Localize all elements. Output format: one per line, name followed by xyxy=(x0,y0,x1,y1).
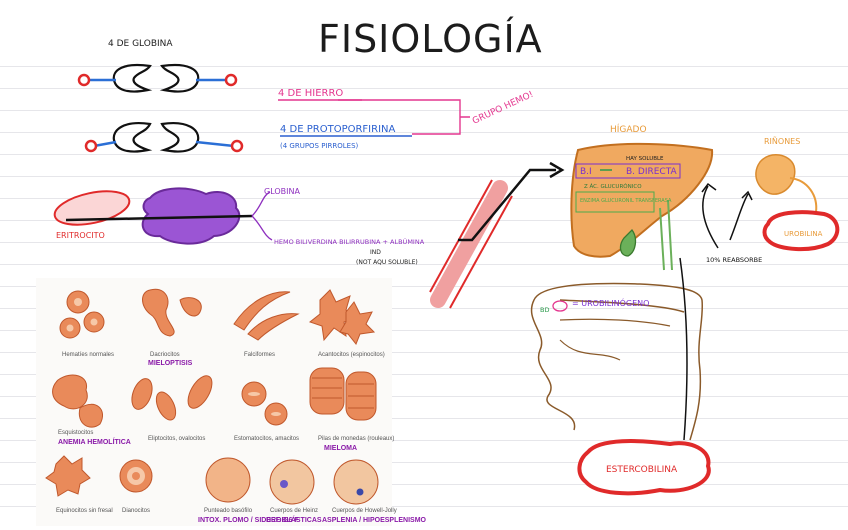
protoporfirina-label: 4 DE PROTOPORFIRINA xyxy=(280,124,395,135)
page-title: FISIOLOGÍA xyxy=(318,17,543,61)
caption-pilas: Pilas de monedas (rouleaux) xyxy=(318,436,394,442)
urobilina-label: UROBILINA xyxy=(784,230,823,238)
erythrocyte-drawing xyxy=(53,187,273,245)
glucuronic-label: Z ÁC. GLUCURÓNICO xyxy=(584,183,642,190)
ruled-line xyxy=(0,462,848,463)
ruled-line xyxy=(0,352,848,353)
liver-label: HÍGADO xyxy=(610,123,647,135)
note-intox-plomo: INTOX. PLOMO / SIDEROBLÁSTICAS xyxy=(198,515,322,524)
gallbladder xyxy=(619,229,637,257)
caption-punteado: Punteado basófilo xyxy=(204,508,253,514)
ruled-line xyxy=(0,176,848,177)
ruled-line xyxy=(0,308,848,309)
caption-normales: Hematíes normales xyxy=(62,352,114,358)
blood-vessel xyxy=(429,161,565,309)
bracket xyxy=(450,99,470,135)
reabsorbe-label: 10% REABSORBE xyxy=(706,256,762,264)
note-asplenia: ASPLENIA / HIPOESPLENISMO xyxy=(322,517,427,524)
ruled-line xyxy=(0,88,848,89)
ruled-line xyxy=(0,66,848,67)
portal-return-arrow xyxy=(701,182,719,249)
kidney-label: RIÑONES xyxy=(764,136,800,146)
caption-equinocitos: Equinocitos sin fresal xyxy=(56,508,113,514)
estercobilina-cloud xyxy=(577,439,711,496)
bacteria-drawing xyxy=(552,300,568,312)
grupo-hemo-label: GRUPO HEMO! xyxy=(471,90,535,127)
ruled-line xyxy=(0,220,848,221)
enzyme-label: ENZIMA GLUCURONIL TRANSFERASA xyxy=(580,198,672,204)
bd-intestine-label: BD xyxy=(540,306,549,314)
caption-eliptocitos: Eliptocitos, ovalocitos xyxy=(148,436,205,442)
ruled-line xyxy=(0,242,848,243)
caption-acantocitos: Acantocitos (espinocitos) xyxy=(318,352,385,358)
caption-dianocitos: Dianocitos xyxy=(122,508,150,514)
ruled-line xyxy=(0,264,848,265)
note-def-g6f: DEF. G6 F xyxy=(266,517,299,524)
urobilina-cloud xyxy=(762,210,840,251)
estercobilina-label: ESTERCOBILINA xyxy=(606,465,678,475)
ruled-line xyxy=(0,418,848,419)
eritrocito-label: ERITROCITO xyxy=(56,231,105,240)
globina-count-label: 4 DE GLOBINA xyxy=(108,39,173,49)
ruled-line xyxy=(0,330,848,331)
plate-row-1 xyxy=(59,288,376,345)
bd-label: B. DIRECTA xyxy=(626,167,678,177)
caption-heinz: Cuerpos de Heinz xyxy=(270,508,318,514)
kidney-arrow xyxy=(729,190,753,241)
note-anemia-hemolitica: ANEMIA HEMOLÍTICA xyxy=(58,437,131,446)
ind-label: IND xyxy=(370,249,381,256)
plate-row-3 xyxy=(45,455,379,505)
caption-falciformes: Falciformes xyxy=(244,352,275,358)
caption-howell-jolly: Cuerpos de Howell-Jolly xyxy=(332,508,397,514)
globin-chains-diagram xyxy=(112,63,200,153)
bi-label: B.I xyxy=(580,167,592,177)
ruled-line xyxy=(0,132,848,133)
bile-duct xyxy=(659,199,673,271)
soluble-label: HAY SOLUBLE xyxy=(626,156,664,162)
caption-esquistocitos: Esquistocitos xyxy=(58,430,93,436)
note-mieloma: MIELOMA xyxy=(324,445,357,452)
ruled-line xyxy=(0,506,848,507)
kidney-drawing xyxy=(755,154,796,195)
ruled-line xyxy=(0,286,848,287)
no-soluble-label: (NOT AQU SOLUBLE) xyxy=(356,259,418,266)
ruled-line xyxy=(0,198,848,199)
pirroles-label: (4 GRUPOS PIRROLES) xyxy=(280,142,359,150)
ruled-line xyxy=(0,484,848,485)
heme-connectors xyxy=(77,73,244,153)
globina-label: GLOBINA xyxy=(264,187,301,196)
ruled-line xyxy=(0,110,848,111)
note-mieloptisis: MIELOPTISIS xyxy=(148,360,193,367)
urobilinogeno-label: = UROBILINÓGENO xyxy=(572,297,649,308)
plate-row-2 xyxy=(52,367,377,428)
ruled-line xyxy=(0,440,848,441)
caption-dacriocitos: Dacriocitos xyxy=(150,352,180,358)
ruled-line xyxy=(0,374,848,375)
ruled-line xyxy=(0,396,848,397)
hierro-label: 4 DE HIERRO xyxy=(278,88,343,99)
degradation-chain-label: HEMO BILIVERDINA BILIRRUBINA + ALBÚMINA xyxy=(274,237,425,246)
caption-estomatocitos: Estomatocitos, amacitos xyxy=(234,436,299,442)
liver-drawing xyxy=(570,142,714,258)
intestine-outline xyxy=(530,282,704,441)
ruled-line xyxy=(0,154,848,155)
